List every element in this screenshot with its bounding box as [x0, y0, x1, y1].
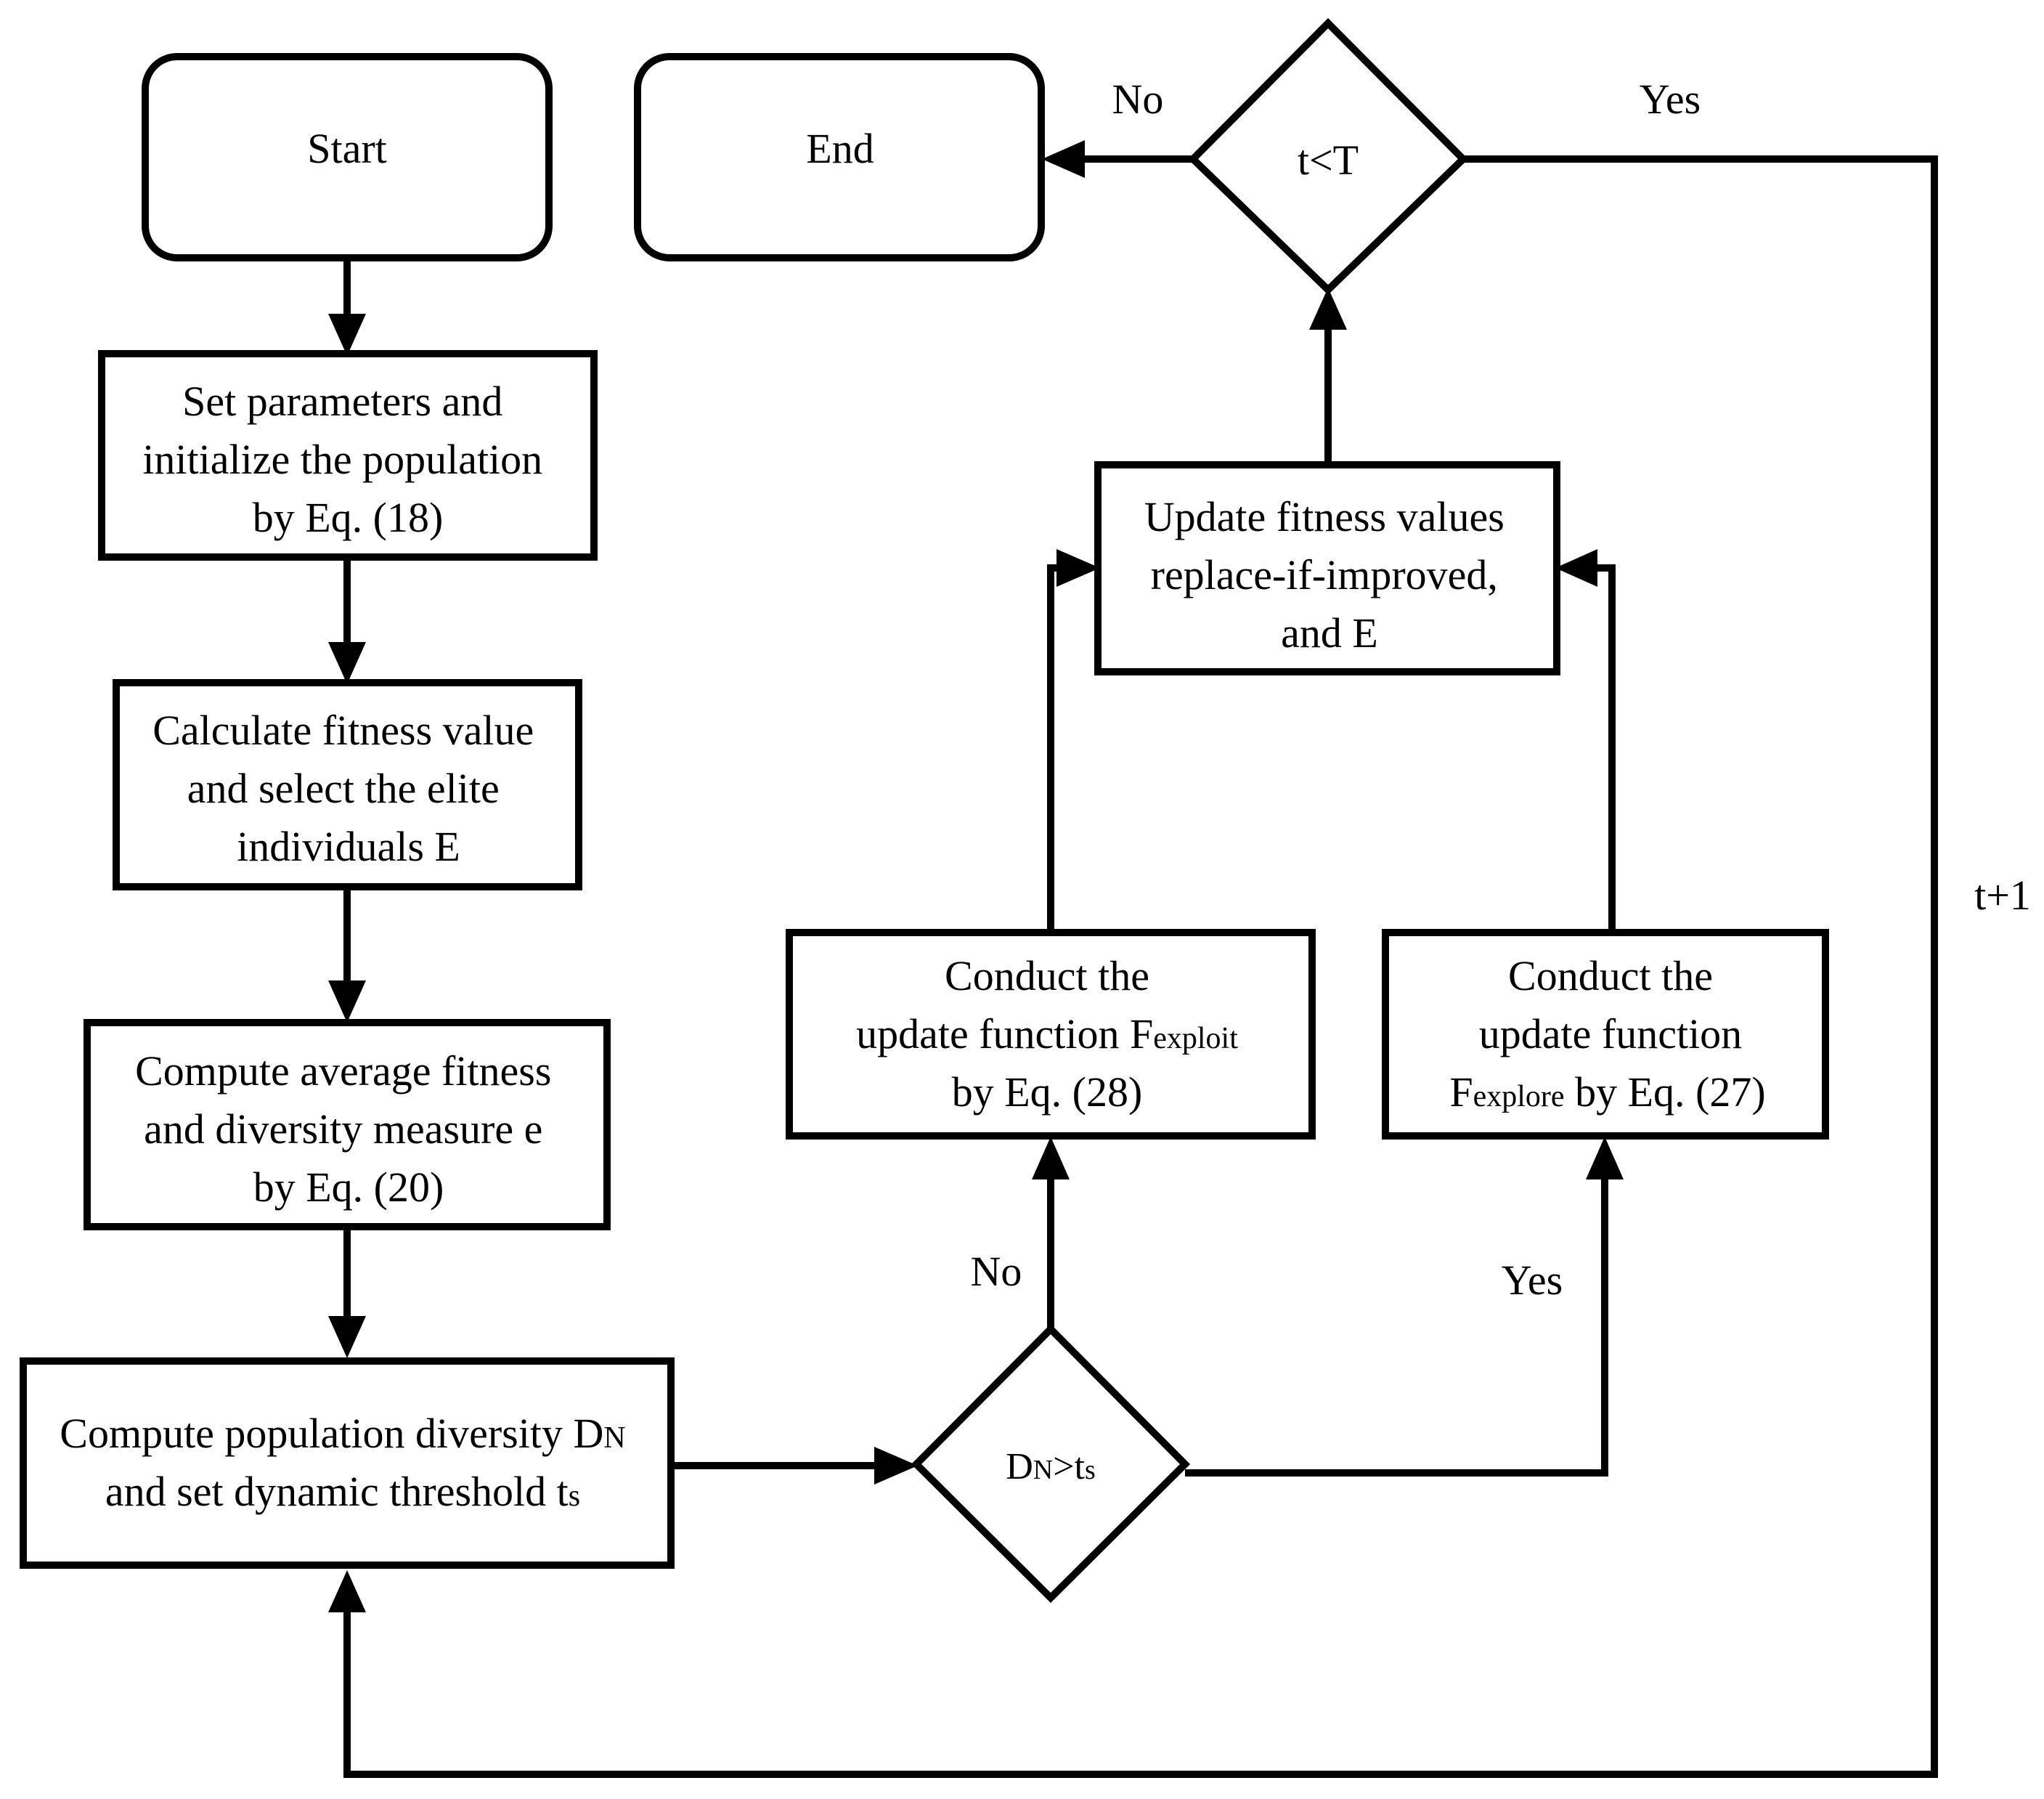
compute-div-text-2: and set dynamic threshold t	[105, 1468, 569, 1515]
decision-t-node	[1187, 17, 1469, 295]
edge-exploit-to-update	[1047, 564, 1062, 931]
exploit-line-1: Conduct the	[945, 952, 1149, 999]
edge-decision-t-yes-loop	[343, 155, 1938, 1778]
edge-label-t-no: No	[1112, 76, 1164, 123]
end-node	[634, 53, 1045, 261]
compute-avg-line-1: Compute average fitness	[135, 1047, 551, 1095]
compute-div-line-1: Compute population diversity DN	[60, 1410, 625, 1457]
set-params-line-2: initialize the population	[142, 436, 542, 483]
edge-label-d-yes: Yes	[1502, 1256, 1563, 1304]
explore-line-2: update function	[1479, 1010, 1742, 1057]
arrowhead	[1042, 140, 1085, 178]
arrowhead	[328, 980, 366, 1023]
compute-div-text-1: Compute population diversity D	[60, 1410, 603, 1457]
edge-explore-to-update	[1594, 564, 1616, 931]
arrowhead	[328, 314, 366, 356]
compute-div-line-2: and set dynamic threshold ts	[105, 1468, 580, 1515]
arrowhead	[328, 1570, 366, 1612]
compute-avg-label: Compute average fitness and diversity me…	[135, 1047, 562, 1211]
arrowhead	[328, 1316, 366, 1358]
calc-fitness-line-1: Calculate fitness value	[152, 707, 534, 754]
explore-rest: by Eq. (27)	[1565, 1068, 1766, 1116]
explore-sub: explore	[1473, 1080, 1565, 1113]
explore-line-1: Conduct the	[1508, 952, 1713, 999]
arrowhead	[1555, 549, 1597, 587]
arrowhead	[874, 1447, 918, 1485]
end-label: End	[806, 125, 874, 172]
calc-fitness-node	[113, 679, 582, 890]
explore-line-3: Fexplore by Eq. (27)	[1449, 1068, 1765, 1116]
arrowhead	[1032, 1137, 1070, 1179]
arrowhead	[328, 642, 366, 684]
start-node	[142, 53, 553, 261]
update-line-2: replace-if-improved,	[1151, 551, 1498, 598]
decision-d-op: >t	[1053, 1446, 1085, 1487]
decision-d-d-sub: N	[1033, 1455, 1053, 1485]
update-node	[1094, 461, 1560, 675]
compute-avg-line-2: and diversity measure e	[144, 1105, 542, 1153]
decision-d-t-sub: s	[1085, 1455, 1096, 1485]
compute-div-sub-1: N	[603, 1421, 625, 1455]
set-params-node	[98, 350, 598, 561]
decision-d-label: DN>ts	[1006, 1446, 1096, 1487]
compute-avg-node	[84, 1019, 611, 1230]
compute-div-sub-2: s	[569, 1479, 580, 1513]
explore-node	[1382, 929, 1829, 1140]
start-label: Start	[307, 125, 387, 172]
arrowhead	[1586, 1137, 1624, 1179]
calc-fitness-label: Calculate fitness value and select the e…	[152, 707, 545, 870]
edge-label-t-yes: Yes	[1640, 76, 1701, 123]
explore-f: F	[1449, 1068, 1473, 1116]
calc-fitness-line-3: individuals E	[237, 823, 460, 870]
set-params-line-1: Set parameters and	[182, 378, 502, 425]
exploit-text-2: update function F	[856, 1010, 1153, 1057]
calc-fitness-line-2: and select the elite	[187, 765, 500, 812]
compute-div-node	[20, 1357, 675, 1569]
edge-label-d-no: No	[971, 1248, 1022, 1295]
update-label: Update fitness values replace-if-improve…	[1144, 493, 1515, 657]
exploit-node	[786, 929, 1316, 1140]
decision-d-node	[911, 1323, 1191, 1604]
edge-decision-d-yes-to-explore	[1185, 1175, 1608, 1477]
edge-label-loop: t+1	[1974, 872, 2031, 919]
update-line-1: Update fitness values	[1144, 493, 1505, 540]
exploit-line-2: update function Fexploit	[856, 1010, 1238, 1057]
arrowhead	[1056, 549, 1100, 587]
set-params-line-3: by Eq. (18)	[253, 494, 444, 541]
exploit-sub: exploit	[1153, 1022, 1238, 1055]
exploit-line-3: by Eq. (28)	[952, 1068, 1143, 1116]
compute-avg-line-3: by Eq. (20)	[253, 1164, 444, 1211]
decision-t-label: t<T	[1298, 137, 1359, 184]
update-line-3: and E	[1281, 609, 1378, 657]
arrowhead	[1309, 288, 1347, 330]
set-params-label: Set parameters and initialize the popula…	[142, 378, 553, 541]
decision-d-d: D	[1006, 1446, 1033, 1487]
